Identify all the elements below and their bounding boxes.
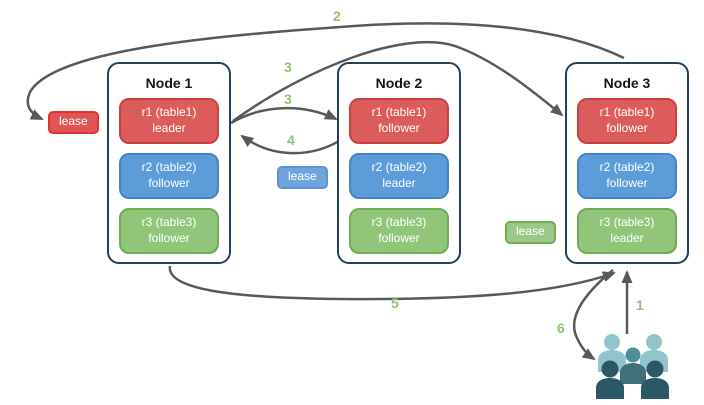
- replica-role: follower: [606, 121, 648, 135]
- lease-badge-table1: lease: [48, 111, 99, 134]
- step-label-2: 2: [333, 8, 341, 24]
- step-label-4: 4: [287, 132, 295, 148]
- replica-role: leader: [610, 231, 644, 245]
- step-label-6: 6: [557, 320, 565, 336]
- node-1: Node 1 r1 (table1) leader r2 (table2) fo…: [107, 62, 231, 264]
- replica-label: r1 (table1): [141, 105, 197, 120]
- node-title: Node 3: [603, 75, 651, 91]
- replica-node1-r1: r1 (table1) leader: [119, 98, 219, 144]
- replica-node1-r2: r2 (table2) follower: [119, 153, 219, 199]
- replica-role: follower: [378, 231, 420, 245]
- node-title: Node 1: [145, 75, 193, 91]
- replica-label: r3 (table3): [141, 215, 197, 230]
- arrow-step-3-to-node2: [230, 106, 338, 125]
- step-label-3b: 3: [284, 91, 292, 107]
- replica-node3-r3: r3 (table3) leader: [577, 208, 677, 254]
- replica-node2-r3: r3 (table3) follower: [349, 208, 449, 254]
- replica-label: r1 (table1): [599, 105, 655, 120]
- replica-role: leader: [382, 176, 416, 190]
- replica-label: r2 (table2): [371, 160, 427, 175]
- replica-node2-r1: r1 (table1) follower: [349, 98, 449, 144]
- lease-badge-table2: lease: [277, 166, 328, 189]
- users-icon: [596, 334, 669, 399]
- replica-label: r3 (table3): [371, 215, 427, 230]
- step-label-5: 5: [391, 295, 399, 311]
- replica-label: r2 (table2): [599, 160, 655, 175]
- replica-role: follower: [148, 176, 190, 190]
- node-2: Node 2 r1 (table1) follower r2 (table2) …: [337, 62, 461, 264]
- step-label-1: 1: [636, 297, 644, 313]
- node-title: Node 2: [375, 75, 423, 91]
- replica-role: leader: [152, 121, 186, 135]
- replica-node1-r3: r3 (table3) follower: [119, 208, 219, 254]
- replica-node2-r2: r2 (table2) leader: [349, 153, 449, 199]
- replica-label: r2 (table2): [141, 160, 197, 175]
- replica-role: follower: [148, 231, 190, 245]
- replica-label: r3 (table3): [599, 215, 655, 230]
- node-3: Node 3 r1 (table1) follower r2 (table2) …: [565, 62, 689, 264]
- replica-label: r1 (table1): [371, 105, 427, 120]
- replica-node3-r1: r1 (table1) follower: [577, 98, 677, 144]
- replica-role: follower: [606, 176, 648, 190]
- step-label-3a: 3: [284, 59, 292, 75]
- replica-role: follower: [378, 121, 420, 135]
- replica-node3-r2: r2 (table2) follower: [577, 153, 677, 199]
- lease-badge-table3: lease: [505, 221, 556, 244]
